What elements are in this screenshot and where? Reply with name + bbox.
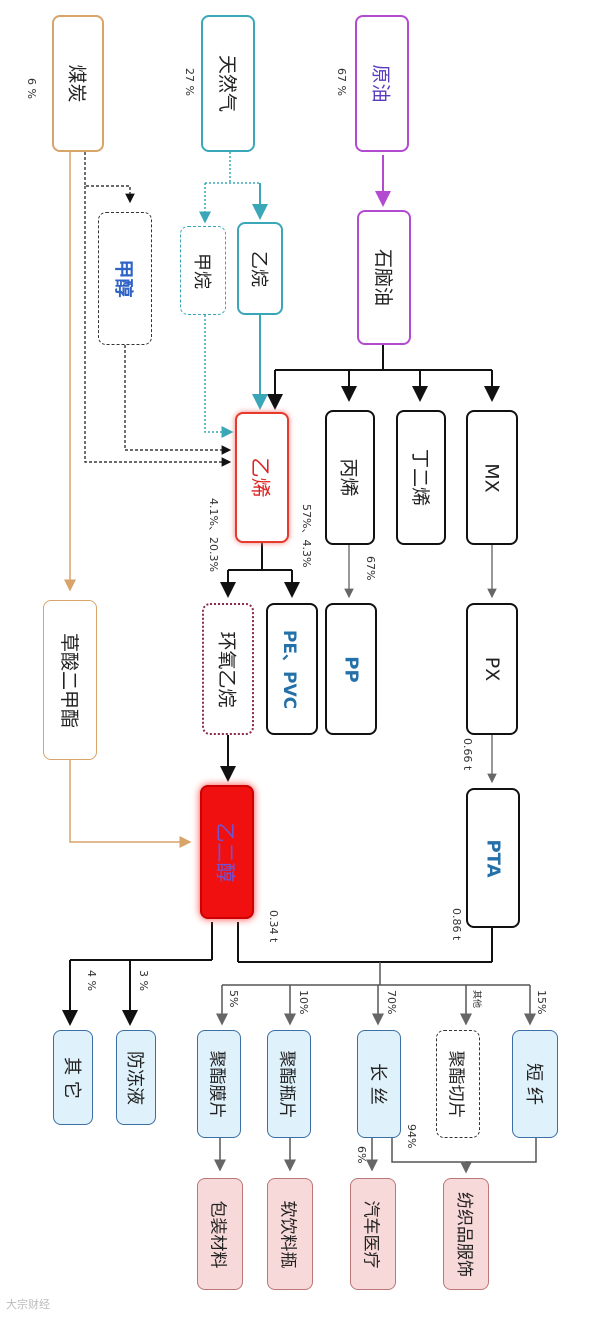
node-methane: 甲烷 [180, 226, 226, 315]
label-auto-pct: 6% [355, 1146, 368, 1164]
label-px-ratio: 0.66 t [461, 738, 474, 771]
node-propylene: 丙烯 [325, 410, 375, 545]
node-soft-drink-bottles: 软饮料瓶 [267, 1178, 313, 1290]
node-polyester-film: 聚酯膜片 [197, 1030, 241, 1138]
node-pta: PTA [466, 788, 520, 928]
label-chips-pct: 其他 [471, 990, 481, 1009]
label-antifreeze-pct: 3 % [137, 970, 150, 991]
node-polyester-chips: 聚酯切片 [436, 1030, 480, 1138]
node-crude-oil: 原油 [355, 15, 409, 152]
label-meg-ratio: 0.34 t [267, 910, 280, 943]
node-coal: 煤炭 [52, 15, 104, 152]
node-antifreeze: 防冻液 [116, 1030, 156, 1125]
node-ethane: 乙烷 [237, 222, 283, 315]
node-pp: PP [325, 603, 377, 735]
node-auto-medical: 汽车医疗 [350, 1178, 396, 1290]
watermark: 大宗财经 [6, 1298, 50, 1311]
label-coal-pct: 6 % [25, 78, 38, 99]
node-pe-pvc: PE、PVC [266, 603, 318, 735]
node-mx: MX [466, 410, 518, 545]
node-naphtha: 石脑油 [357, 210, 411, 345]
label-gas-pct: 27 % [183, 68, 196, 96]
label-pta-ratio: 0.86 t [450, 908, 463, 941]
node-ethylene-glycol: 乙二醇 [200, 785, 254, 919]
node-ethylene: 乙烯 [235, 412, 289, 543]
node-dmo: 草酸二甲酯 [43, 600, 97, 760]
label-textile-pct: 94% [405, 1124, 418, 1149]
node-polyester-bottle: 聚酯瓶片 [267, 1030, 311, 1138]
node-ethylene-oxide: 环氧乙烷 [202, 603, 254, 735]
node-filament: 长 丝 [357, 1030, 401, 1138]
node-textile-apparel: 纺织品服饰 [443, 1178, 489, 1290]
node-natural-gas: 天然气 [201, 15, 255, 152]
node-methanol: 甲醇 [98, 212, 152, 345]
label-bottle-pct: 10% [297, 990, 310, 1015]
node-staple-fiber: 短 纤 [512, 1030, 558, 1138]
label-film-pct: 5% [227, 990, 240, 1008]
label-crude-pct: 67 % [335, 68, 348, 96]
label-other-pct: 4 % [85, 970, 98, 991]
node-butadiene: 丁二烯 [396, 410, 446, 545]
node-px: PX [466, 603, 518, 735]
label-ethylene-right: 57%、4.3% [300, 504, 313, 568]
label-staple-pct: 15% [535, 990, 548, 1015]
node-other: 其 它 [53, 1030, 93, 1125]
label-propylene-pct: 67% [364, 556, 377, 581]
label-ethylene-left: 4.1%、20.3% [207, 498, 220, 572]
label-filament-pct: 70% [385, 990, 398, 1015]
node-packaging: 包装材料 [197, 1178, 243, 1290]
